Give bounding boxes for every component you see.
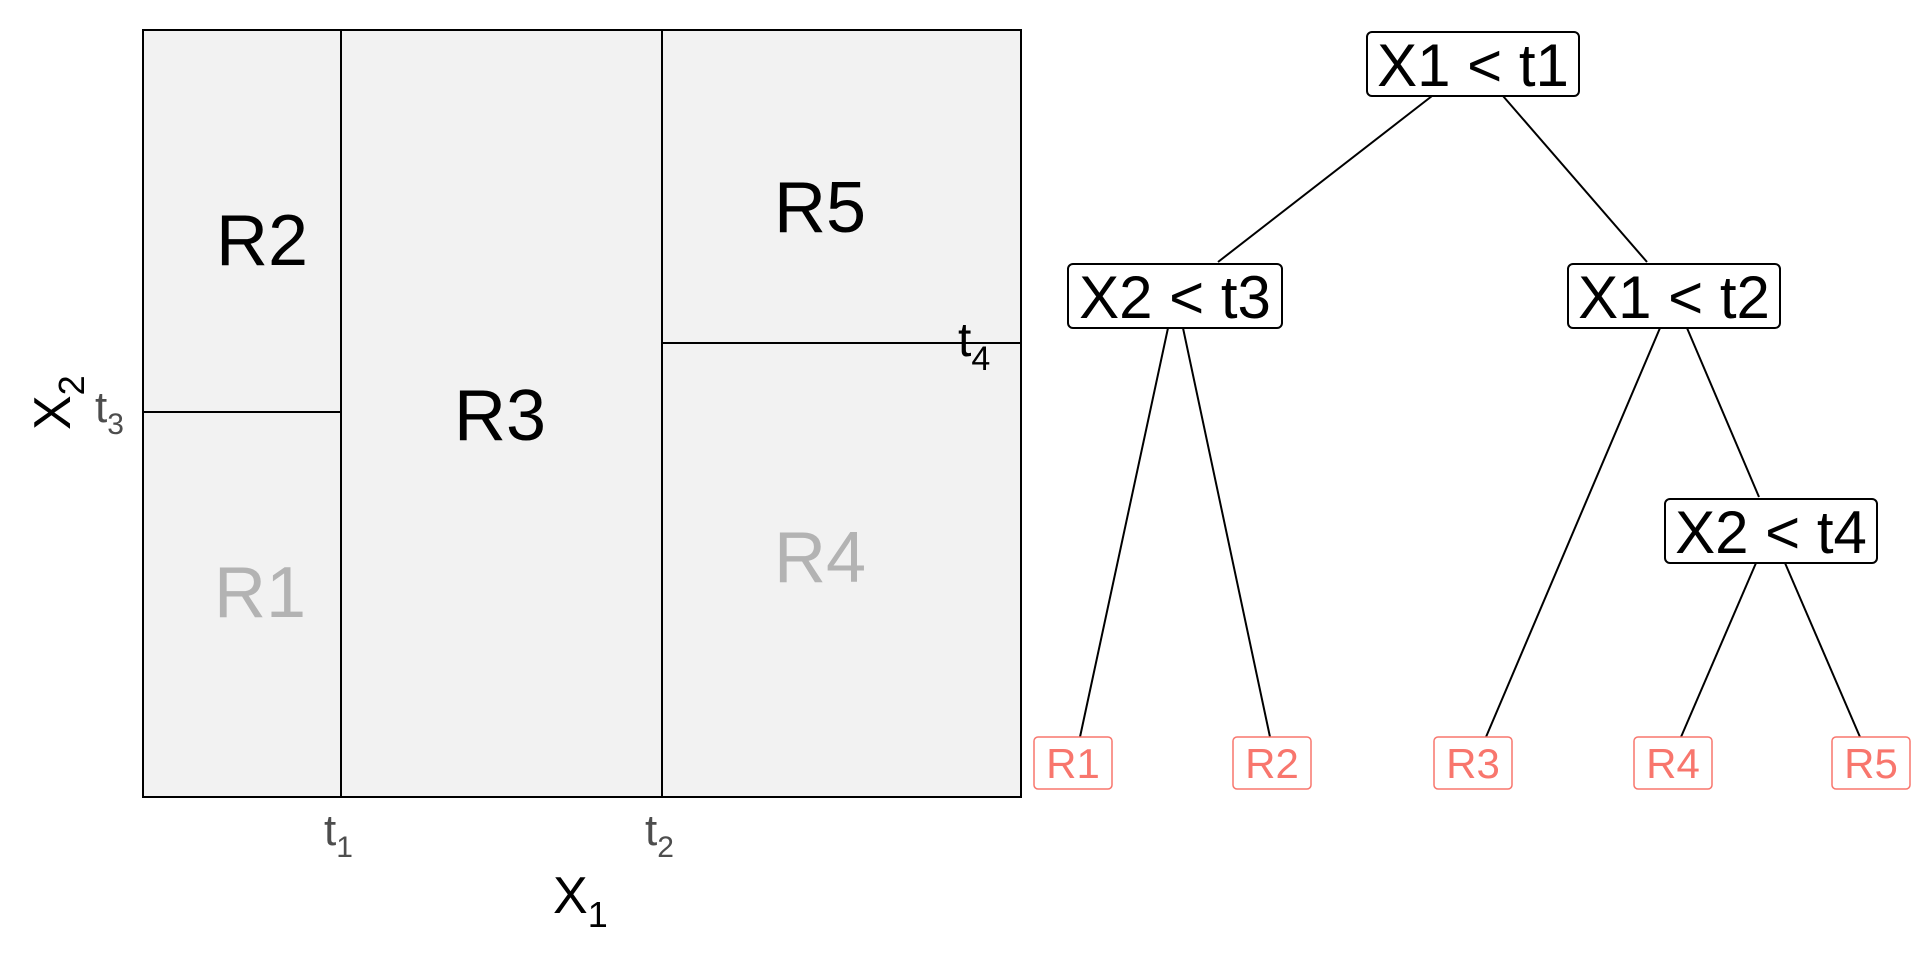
tree-edge bbox=[1217, 95, 1433, 263]
svg-text:X1: X1 bbox=[553, 867, 608, 935]
plot-panel bbox=[142, 29, 1022, 798]
tree-leaf-r5: R5 bbox=[1831, 736, 1911, 790]
svg-text:R3: R3 bbox=[1446, 740, 1500, 787]
tree-edge bbox=[1485, 327, 1661, 738]
svg-text:R2: R2 bbox=[1245, 740, 1299, 787]
tree-leaf-r1: R1 bbox=[1033, 736, 1113, 790]
svg-text:X2 < t3: X2 < t3 bbox=[1079, 264, 1271, 331]
y-axis-title: X2 bbox=[24, 375, 92, 430]
tree-leaf-r4: R4 bbox=[1633, 736, 1713, 790]
svg-text:t3: t3 bbox=[95, 383, 124, 441]
tree-leaf-r2: R2 bbox=[1232, 736, 1312, 790]
region-label-r4: R4 bbox=[774, 518, 866, 598]
svg-text:X1 < t2: X1 < t2 bbox=[1578, 264, 1770, 331]
region-label-r5: R5 bbox=[774, 168, 866, 248]
tree-edge bbox=[1680, 562, 1757, 738]
tree-edge bbox=[1182, 327, 1271, 738]
partition-plot: R2 R1 R3 R5 R4 t1 t2 t3 t4 X1 X2 bbox=[24, 29, 1022, 935]
region-label-r1: R1 bbox=[214, 553, 306, 633]
region-label-r2: R2 bbox=[216, 201, 308, 281]
x-tick-t2: t2 bbox=[645, 806, 674, 864]
tree-node-right: X1 < t2 bbox=[1567, 263, 1781, 331]
tree-leaf-r3: R3 bbox=[1433, 736, 1513, 790]
svg-text:t4: t4 bbox=[958, 314, 990, 378]
region-label-r3: R3 bbox=[454, 376, 546, 456]
tree-node-root: X1 < t1 bbox=[1366, 31, 1580, 99]
svg-text:R4: R4 bbox=[1646, 740, 1700, 787]
y-tick-t3: t3 bbox=[95, 383, 124, 441]
svg-text:R5: R5 bbox=[1844, 740, 1898, 787]
svg-text:X2 < t4: X2 < t4 bbox=[1675, 499, 1867, 566]
tree-edge bbox=[1079, 327, 1169, 738]
svg-text:t2: t2 bbox=[645, 806, 674, 864]
svg-text:t1: t1 bbox=[324, 806, 353, 864]
decision-tree: X1 < t1 X2 < t3 X1 < t2 X2 < t4 R1 R2 R3 bbox=[1033, 31, 1911, 790]
tree-node-left: X2 < t3 bbox=[1067, 263, 1283, 331]
t4-label: t4 bbox=[958, 314, 990, 378]
x-tick-t1: t1 bbox=[324, 806, 353, 864]
svg-text:X1 < t1: X1 < t1 bbox=[1377, 32, 1569, 99]
tree-node-right-right: X2 < t4 bbox=[1664, 498, 1878, 566]
x-axis-title: X1 bbox=[553, 867, 608, 935]
tree-edge bbox=[1502, 95, 1648, 263]
tree-edge bbox=[1784, 562, 1861, 738]
tree-edge bbox=[1686, 327, 1760, 498]
svg-text:R1: R1 bbox=[1046, 740, 1100, 787]
svg-text:X2: X2 bbox=[24, 375, 92, 430]
